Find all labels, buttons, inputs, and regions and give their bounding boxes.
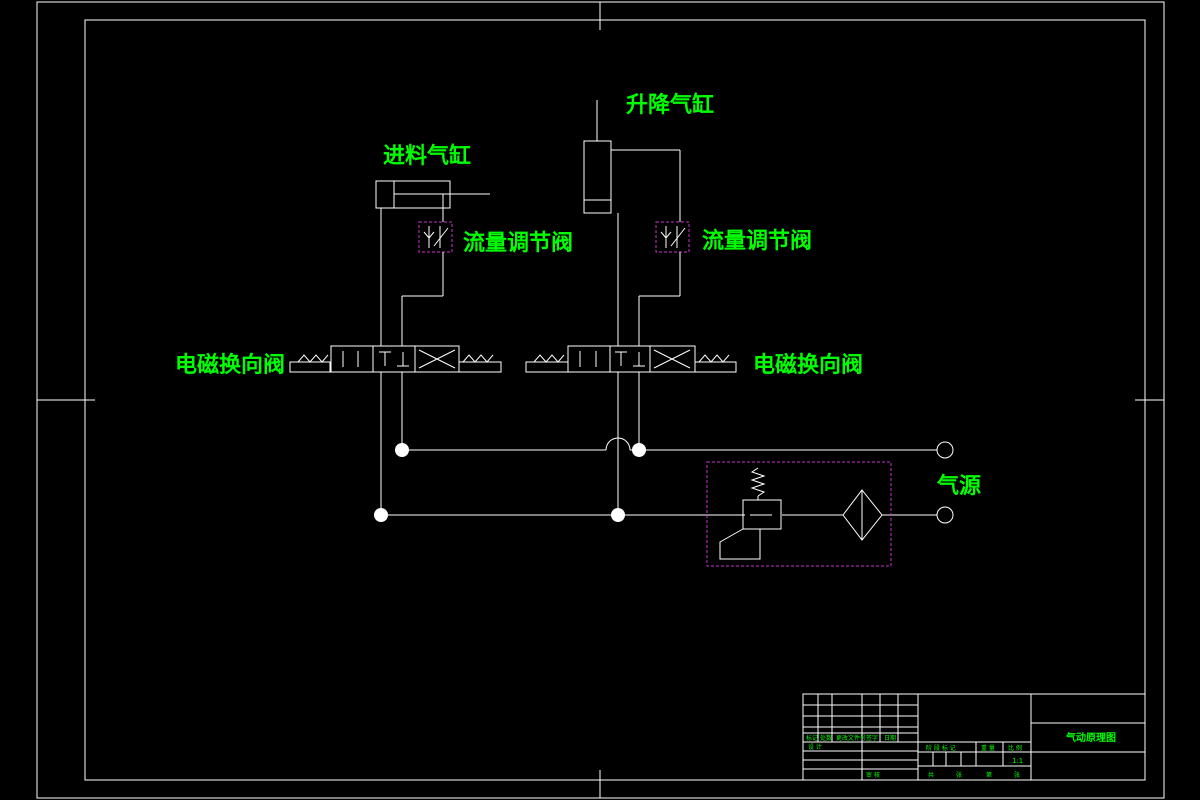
frl-unit bbox=[706, 461, 892, 567]
flow-valve-left bbox=[418, 221, 453, 253]
tb-label-count: 处数 bbox=[820, 734, 832, 742]
tb-label-date: 日期 bbox=[884, 734, 896, 742]
lift-cylinder bbox=[583, 100, 612, 214]
junction-dots bbox=[374, 443, 646, 522]
label-lift-cylinder: 升降气缸 bbox=[626, 92, 714, 118]
tb-drawing-title: 气动原理图 bbox=[1065, 731, 1116, 744]
tb-label-stage: 阶 段 标 记 bbox=[926, 744, 956, 752]
tb-label-sheet: 张 bbox=[1014, 771, 1020, 779]
tb-label-mark: 标记 bbox=[806, 734, 818, 742]
tb-label-design: 设 计 bbox=[808, 743, 822, 751]
label-solenoid-valve-left: 电磁换向阀 bbox=[175, 352, 285, 378]
label-feed-cylinder: 进料气缸 bbox=[383, 143, 471, 169]
label-flow-valve-left: 流量调节阀 bbox=[463, 230, 573, 256]
piping bbox=[380, 149, 937, 516]
label-air-source: 气源 bbox=[936, 473, 981, 499]
solenoid-valve-right bbox=[525, 345, 737, 373]
label-flow-valve-right: 流量调节阀 bbox=[702, 228, 812, 254]
solenoid-valve-left bbox=[289, 345, 502, 373]
tb-label-weight: 重 量 bbox=[981, 744, 995, 752]
tb-label-change-doc: 更改文件号 bbox=[836, 734, 866, 742]
tb-label-sheets: 张 bbox=[956, 771, 962, 779]
tb-label-page: 第 bbox=[986, 771, 992, 779]
tb-scale-value: 1:1 bbox=[1012, 757, 1023, 765]
label-solenoid-valve-right: 电磁换向阀 bbox=[753, 352, 863, 378]
flow-valve-right bbox=[655, 221, 690, 253]
title-block: 标记 处数 更改文件号 签字 日期 设 计 审 核 阶 段 标 记 重 量 比 … bbox=[802, 693, 1146, 781]
feed-cylinder bbox=[375, 180, 490, 209]
tb-label-scale: 比 例 bbox=[1008, 744, 1022, 752]
tb-label-total: 共 bbox=[928, 771, 934, 779]
tb-label-sign: 签字 bbox=[866, 734, 878, 742]
tb-label-review: 审 核 bbox=[866, 771, 880, 779]
air-source-ports bbox=[936, 441, 954, 524]
drawing-frame bbox=[36, 1, 1165, 799]
